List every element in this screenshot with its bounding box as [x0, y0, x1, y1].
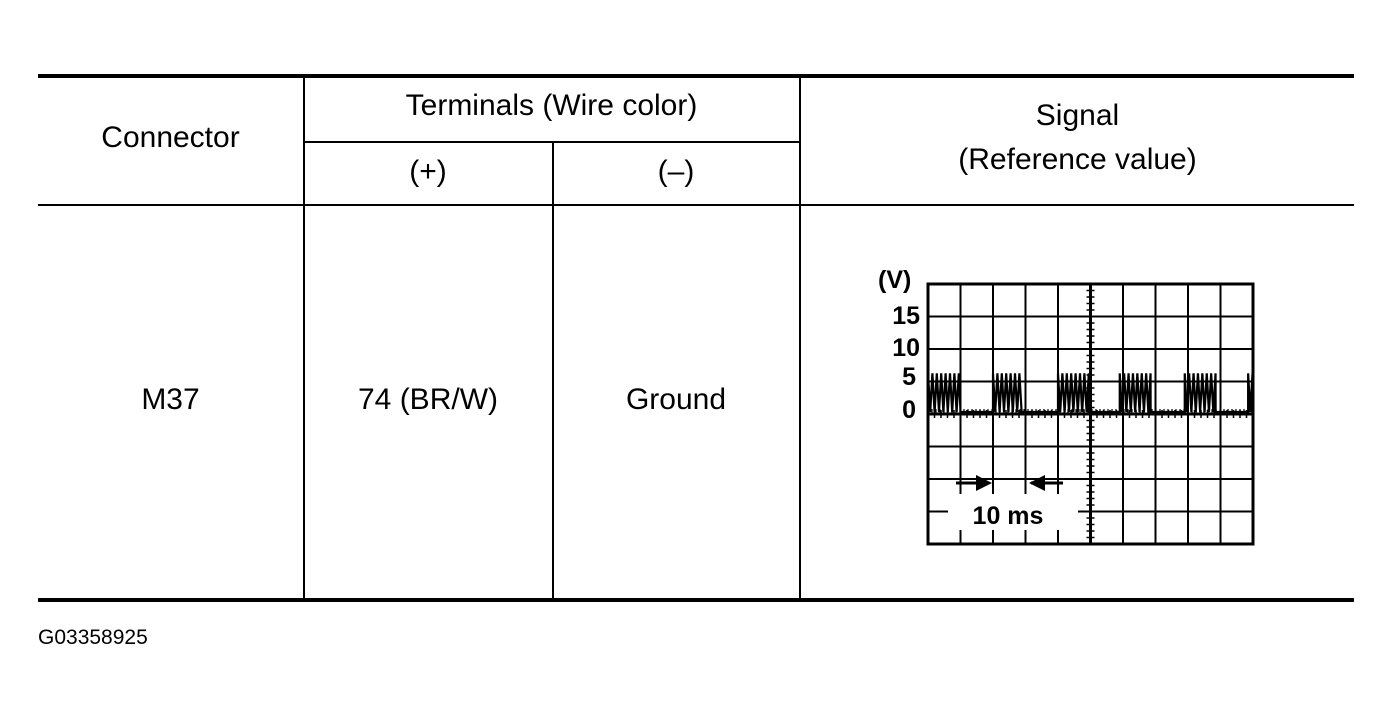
- waveform-bursts: [926, 373, 1255, 414]
- header-plus: (+): [409, 155, 447, 188]
- waveform-trace: [926, 373, 1255, 415]
- table-bottom-rule: [38, 598, 1354, 602]
- signal-waveform-figure: (V) 15 10 5 0 10 ms: [878, 266, 1255, 546]
- column-divider-plus: [552, 142, 554, 600]
- column-divider-minus: [799, 78, 801, 600]
- header-signal-reference: (Reference value): [958, 143, 1197, 176]
- waveform-tick-5: 5: [902, 363, 916, 391]
- cell-minus-terminal: Ground: [625, 383, 727, 416]
- cell-connector: M37: [141, 383, 200, 416]
- table-top-rule: [38, 74, 1354, 78]
- header-connector: Connector: [101, 121, 240, 154]
- cell-plus-terminal: 74 (BR/W): [357, 383, 498, 416]
- waveform-tick-10: 10: [892, 334, 920, 362]
- header-bottom-rule: [38, 204, 1354, 206]
- waveform-tick-15: 15: [892, 302, 920, 330]
- time-scale-indicator: 10 ms: [948, 475, 1078, 530]
- header-signal: Signal: [1035, 99, 1120, 132]
- figure-code: G03358925: [38, 626, 148, 649]
- column-divider-connector: [303, 78, 305, 600]
- waveform-tick-0: 0: [902, 396, 916, 424]
- waveform-unit-label: (V): [878, 266, 911, 294]
- header-terminals: Terminals (Wire color): [405, 89, 698, 122]
- time-scale-label: 10 ms: [973, 502, 1044, 530]
- header-minus: (–): [657, 155, 695, 188]
